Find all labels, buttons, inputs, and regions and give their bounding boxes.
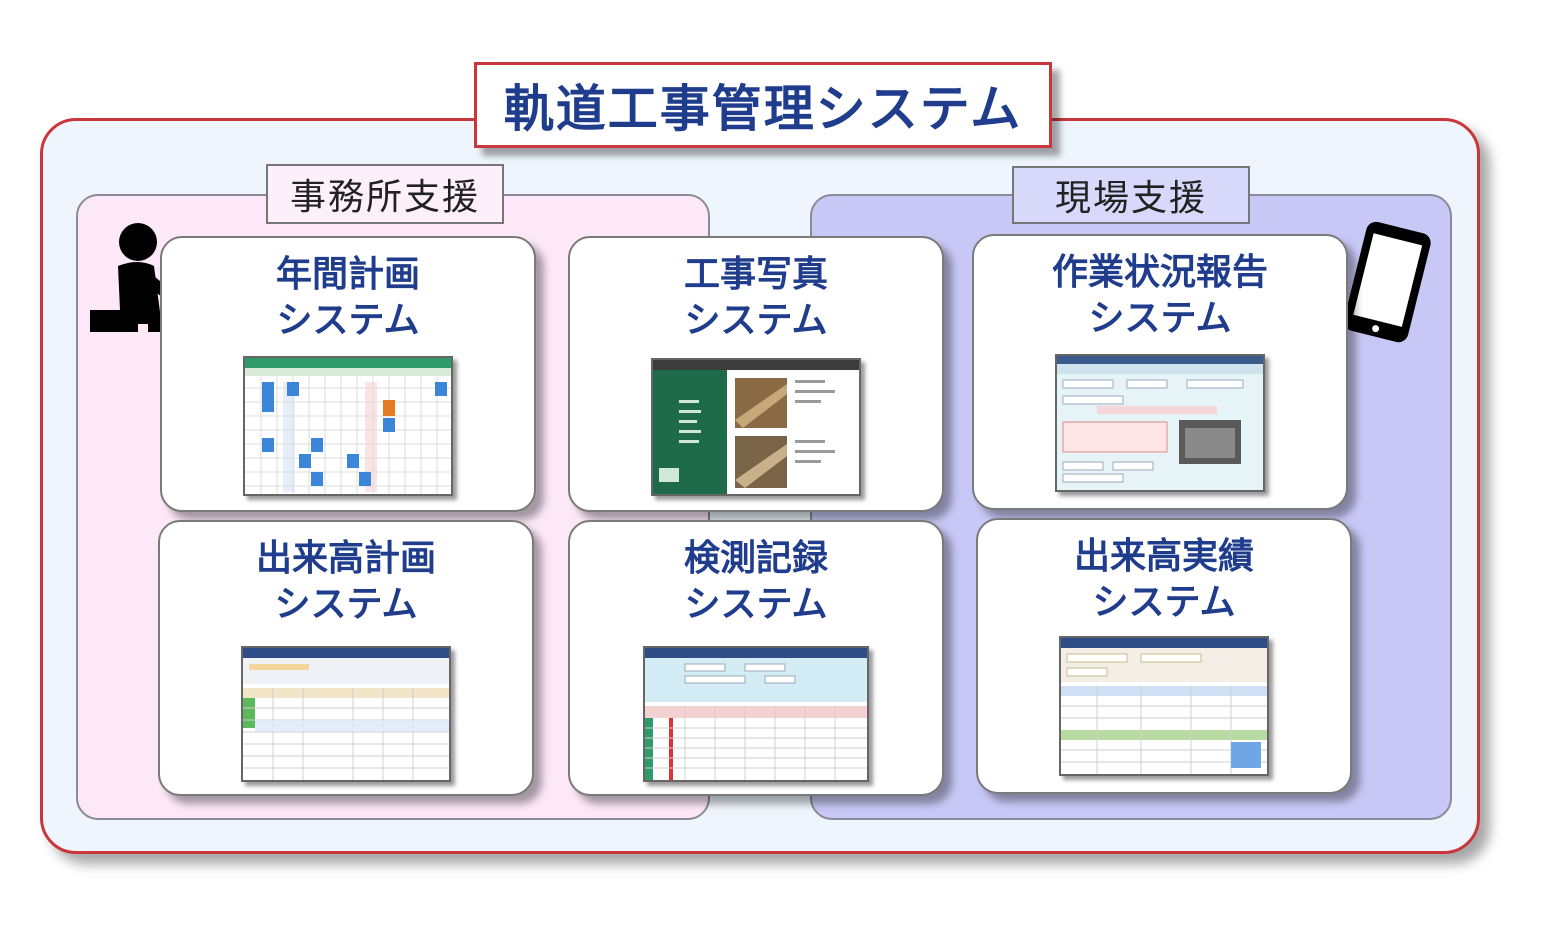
construction-photo-screenshot bbox=[651, 358, 861, 496]
card-work-status-report-system[interactable]: 作業状況報告 システム bbox=[972, 234, 1348, 510]
card-title: 検測記録 システム bbox=[570, 536, 942, 628]
field-support-label: 現場支援 bbox=[1012, 166, 1250, 224]
annual-plan-screenshot bbox=[243, 356, 453, 496]
work-status-screenshot bbox=[1055, 354, 1265, 492]
output-actual-screenshot bbox=[1059, 636, 1269, 776]
card-title: 工事写真 システム bbox=[570, 252, 942, 344]
card-title-line1: 検測記録 bbox=[683, 538, 828, 579]
card-inspection-record-system[interactable]: 検測記録 システム bbox=[568, 520, 944, 796]
card-title-line1: 年間計画 bbox=[275, 254, 420, 295]
output-plan-screenshot bbox=[241, 646, 451, 782]
card-title: 出来高実績 システム bbox=[978, 534, 1350, 626]
card-title: 作業状況報告 システム bbox=[974, 250, 1346, 342]
page-title: 軌道工事管理システム bbox=[474, 62, 1052, 148]
card-annual-plan-system[interactable]: 年間計画 システム bbox=[160, 236, 536, 512]
card-title-line2: システム bbox=[276, 300, 420, 341]
card-construction-photo-system[interactable]: 工事写真 システム bbox=[568, 236, 944, 512]
card-title-line2: システム bbox=[1092, 582, 1236, 623]
card-title: 年間計画 システム bbox=[162, 252, 534, 344]
card-title-line1: 出来高計画 bbox=[255, 538, 436, 579]
card-title-line1: 工事写真 bbox=[683, 254, 828, 295]
card-title: 出来高計画 システム bbox=[160, 536, 532, 628]
card-output-actual-system[interactable]: 出来高実績 システム bbox=[976, 518, 1352, 794]
card-title-line1: 作業状況報告 bbox=[1051, 252, 1268, 293]
card-title-line2: システム bbox=[1088, 298, 1232, 339]
card-output-plan-system[interactable]: 出来高計画 システム bbox=[158, 520, 534, 796]
card-title-line2: システム bbox=[684, 584, 828, 625]
office-support-label: 事務所支援 bbox=[266, 164, 504, 224]
card-title-line2: システム bbox=[684, 300, 828, 341]
card-title-line2: システム bbox=[274, 584, 418, 625]
tablet-icon bbox=[1332, 218, 1442, 352]
inspection-record-screenshot bbox=[643, 646, 869, 782]
card-title-line1: 出来高実績 bbox=[1073, 536, 1254, 577]
